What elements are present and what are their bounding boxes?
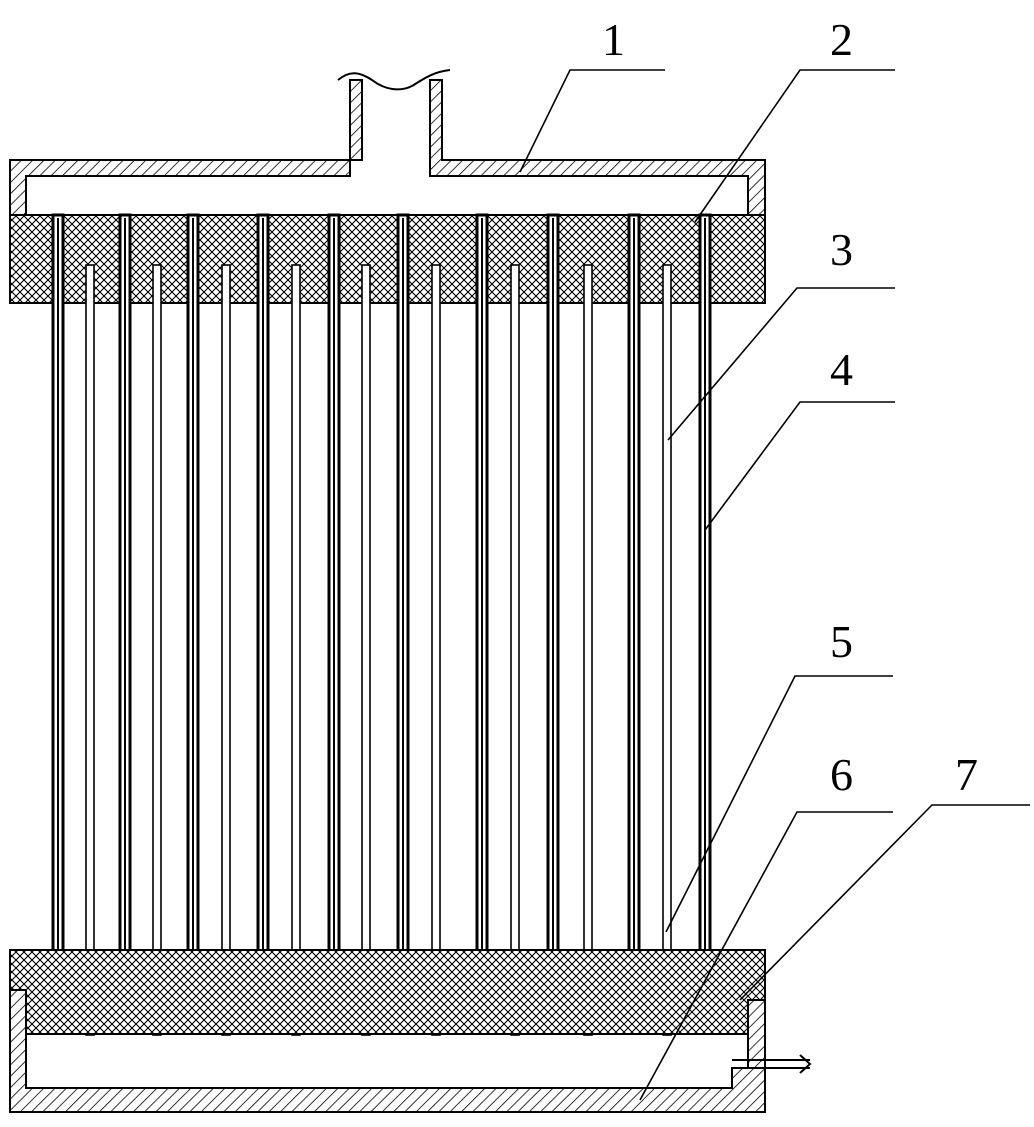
leader-line-4	[704, 401, 895, 531]
top-outlet-break-line	[337, 69, 451, 91]
bottom-potting-layer	[9, 949, 766, 1035]
hollow-fiber-light-8	[583, 264, 593, 1036]
hollow-fiber-light-9	[662, 264, 672, 1036]
callout-number-4: 4	[830, 344, 853, 395]
fiber-bundle	[51, 213, 712, 1036]
hollow-fiber-light-4	[291, 264, 301, 1036]
hollow-fiber-light-2	[152, 264, 162, 1036]
callout-number-6: 6	[830, 749, 853, 800]
callout-number-7: 7	[955, 749, 978, 800]
leader-line-5	[665, 675, 893, 933]
leader-line-1	[519, 69, 665, 173]
leader-line-3	[667, 287, 895, 441]
leader-lines	[519, 69, 1030, 1101]
leader-line-2	[694, 69, 895, 223]
hollow-fiber-light-3	[221, 264, 231, 1036]
callout-number-2: 2	[830, 14, 853, 65]
bottom-outlet-break-line	[799, 1054, 812, 1074]
callout-number-3: 3	[830, 224, 853, 275]
hollow-fiber-light-1	[85, 264, 95, 1036]
leader-line-6	[639, 811, 893, 1101]
callout-number-1: 1	[602, 14, 625, 65]
hollow-fiber-light-5	[361, 264, 371, 1036]
callout-number-5: 5	[830, 616, 853, 667]
hollow-fiber-light-7	[510, 264, 520, 1036]
leader-line-7	[739, 804, 1030, 1001]
bottom-collector-housing	[9, 989, 812, 1113]
hollow-fiber-light-6	[431, 264, 441, 1036]
callout-labels: 1 2 3 4 5 6 7	[602, 14, 978, 800]
